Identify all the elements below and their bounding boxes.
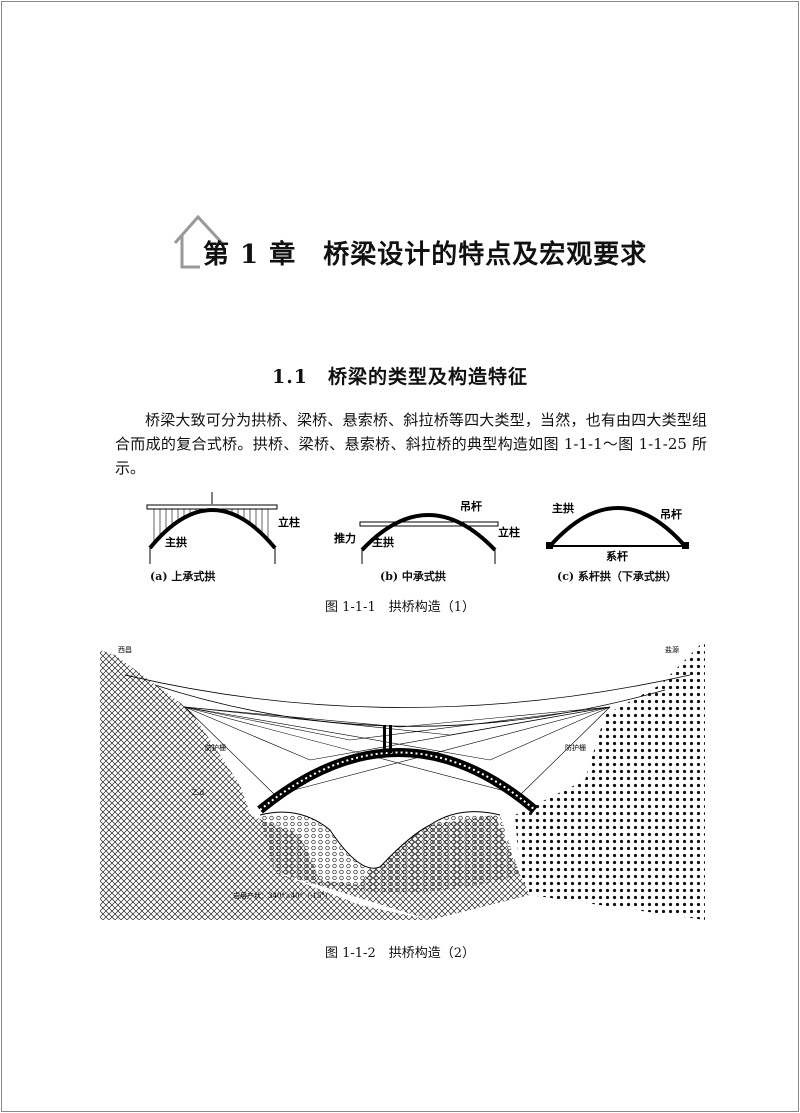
label-main-arch: 主拱 <box>372 535 394 549</box>
section-title: 1.1 桥梁的类型及构造特征 <box>271 366 529 388</box>
chapter-house-icon <box>173 214 224 269</box>
cable <box>449 706 611 736</box>
left-rock-slope <box>100 650 430 920</box>
figure-2-caption: 图 1-1-2 拱桥构造（2） <box>324 946 475 961</box>
arch-deck-type: 立柱 主拱 <box>146 492 300 564</box>
riverbed-deposit <box>260 811 520 893</box>
cable <box>184 706 311 761</box>
arch-half-through-type: 吊杆 立柱 推力 主拱 <box>334 499 520 564</box>
cable <box>184 706 276 796</box>
figure-1-1-1: 立柱 主拱 吊杆 立柱 推力 主拱 主拱 吊杆 系杆 <box>146 492 689 564</box>
body-paragraph: 桥梁大致可分为拱桥、梁桥、悬索桥、斜拉桥等四大类型，当然，也有由四大类型组合而成… <box>115 411 707 477</box>
label-guard-right: 防护栅 <box>565 743 586 752</box>
label-guard-left: 防护栅 <box>205 743 226 752</box>
label-thrust: 推力 <box>334 531 356 545</box>
cable <box>489 706 611 761</box>
label-direction-yanyuan: 盐源 <box>665 645 679 654</box>
label-main-arch: 主拱 <box>552 501 574 515</box>
cable <box>184 706 351 741</box>
label-hanger: 吊杆 <box>460 499 482 513</box>
tied-arch-type: 主拱 吊杆 系杆 <box>546 501 689 563</box>
subcaption-c: (c) 系杆拱（下承式拱） <box>557 570 677 583</box>
label-tie-bar: 系杆 <box>606 549 628 563</box>
label-column: 立柱 <box>278 515 300 529</box>
figure-1-caption: 图 1-1-1 拱桥构造（1） <box>324 600 475 615</box>
subcaption-a: (a) 上承式拱 <box>150 570 216 583</box>
label-strata: Z₂d <box>192 789 205 797</box>
figure-1-1-2: 西昌 盐源 防护栅 防护栅 岩层产状：340°∠40°（-15°） Z₂d <box>100 640 705 920</box>
cable <box>349 706 611 741</box>
cable <box>184 706 401 728</box>
label-column: 立柱 <box>498 525 520 539</box>
label-direction-xichang: 西昌 <box>118 646 132 654</box>
cable <box>184 706 451 736</box>
right-rock-slope <box>515 640 705 920</box>
cable <box>399 706 611 728</box>
cable <box>184 706 521 796</box>
cable <box>519 706 611 796</box>
cable <box>274 706 611 796</box>
label-main-arch: 主拱 <box>165 535 187 549</box>
label-hanger: 吊杆 <box>660 507 682 521</box>
chapter-title: 第 1 章 桥梁设计的特点及宏观要求 <box>203 240 648 270</box>
cable <box>184 706 491 761</box>
subcaption-b: (b) 中承式拱 <box>380 570 446 583</box>
label-rock-attitude: 岩层产状：340°∠40°（-15°） <box>233 891 332 900</box>
